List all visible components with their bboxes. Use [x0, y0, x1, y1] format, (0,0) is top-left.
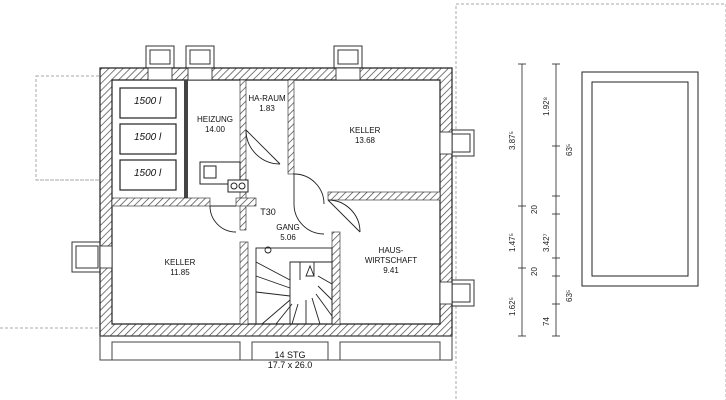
tank-label-1: 1500 l: [134, 96, 162, 107]
room-name: GANG: [276, 223, 300, 232]
dim-right-2: 63⁵: [565, 143, 574, 156]
terrace-outline: [581, 71, 699, 287]
room-heizung: HEIZUNG 14.00: [192, 115, 238, 135]
dim-left-2: 1.47⁵: [508, 233, 517, 252]
room-name: HA-RAUM: [248, 94, 286, 103]
dim-left-3: 1.62⁵: [508, 297, 517, 316]
room-area: 9.41: [383, 266, 399, 275]
foundation-strip: [99, 335, 453, 361]
dim-right-7: 74: [542, 317, 551, 326]
room-ha-raum: HA-RAUM 1.83: [246, 94, 288, 114]
oil-tanks: [119, 87, 177, 191]
room-area: 5.06: [280, 233, 296, 242]
room-name-line2: WIRTSCHAFT: [364, 256, 418, 265]
room-area: 13.68: [354, 136, 376, 145]
room-area: 14.00: [204, 125, 226, 134]
stair-steps: 14 STG: [274, 350, 306, 360]
room-name-line1: HAUS-: [378, 246, 404, 255]
room-area: 11.85: [170, 268, 190, 277]
stair-note: 14 STG 17.7 x 26.0: [240, 350, 340, 370]
room-name: KELLER: [164, 258, 196, 267]
tank-label-3: 1500 l: [134, 168, 162, 179]
tank-label-2: 1500 l: [134, 132, 162, 143]
dim-right-5: 20: [530, 267, 539, 276]
dim-right-4: 3.42⁷: [542, 233, 551, 252]
dim-left-1: 3.87⁵: [508, 131, 517, 150]
stair: [255, 246, 333, 325]
dim-right-3: 20: [530, 205, 539, 214]
room-keller-w: KELLER 11.85: [150, 258, 210, 278]
dim-right-1: 1.92⁸: [542, 97, 551, 116]
room-area: 1.83: [259, 104, 275, 113]
stair-ratio: 17.7 x 26.0: [267, 360, 313, 370]
room-keller-ne: KELLER 13.68: [330, 126, 400, 146]
walls: [99, 67, 453, 337]
room-hauswirtschaft: HAUS- WIRTSCHAFT 9.41: [356, 246, 426, 276]
dim-right-6: 63⁵: [565, 289, 574, 302]
room-name: KELLER: [349, 126, 381, 135]
door-rating: T30: [260, 207, 276, 217]
dimension-lines: [518, 63, 560, 337]
room-gang: GANG 5.06: [268, 223, 308, 243]
room-name: HEIZUNG: [197, 115, 233, 124]
boiler: [199, 161, 249, 193]
door-swings: [209, 129, 361, 235]
